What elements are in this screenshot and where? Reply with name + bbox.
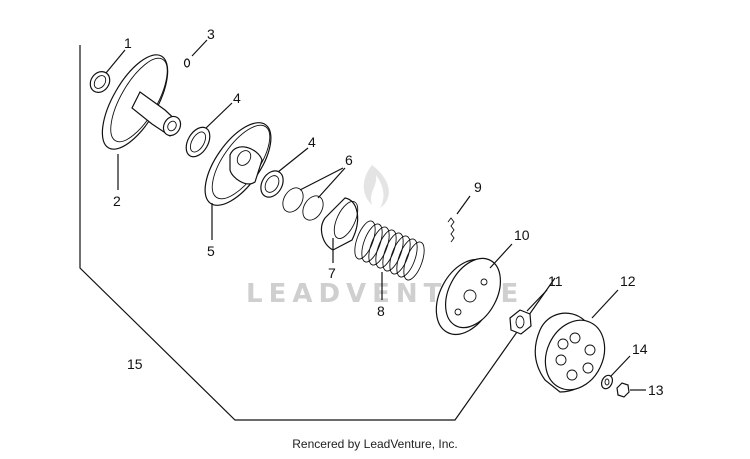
part-13-nut	[616, 382, 646, 398]
label-10: 10	[514, 227, 530, 243]
label-2: 2	[113, 193, 121, 209]
part-labels: 1 2 3 4 4 5 6 7 8 9 10 11 12 13 14 15	[113, 26, 664, 398]
label-14: 14	[632, 341, 648, 357]
label-8: 8	[377, 303, 385, 319]
label-7: 7	[328, 265, 336, 281]
part-4-washer-a	[185, 102, 233, 158]
part-5-fixed-face	[204, 122, 272, 240]
credit-text: Rencered by LeadVenture, Inc.	[292, 437, 458, 451]
label-13: 13	[648, 382, 664, 398]
part-11-hex-nut	[509, 289, 548, 335]
part-10-clutch-shoe	[435, 243, 513, 335]
part-3-pin	[183, 39, 208, 68]
part-2-drive-face	[101, 54, 182, 190]
assembly-bracket-15	[79, 45, 556, 421]
part-9-small-spring	[447, 195, 471, 243]
label-5: 5	[207, 243, 215, 259]
label-1: 1	[124, 35, 132, 51]
label-11: 11	[548, 273, 563, 289]
part-1-nut	[89, 49, 126, 93]
part-8-spring	[354, 220, 425, 300]
part-14-washer	[600, 355, 631, 390]
part-12-clutch-drum	[534, 289, 619, 393]
label-3: 3	[207, 26, 215, 42]
label-9: 9	[474, 179, 482, 195]
label-6: 6	[345, 152, 353, 168]
part-4-washer-b	[260, 147, 309, 198]
label-12: 12	[620, 273, 636, 289]
label-15: 15	[127, 356, 143, 372]
part-7-collar	[320, 197, 359, 263]
label-4b: 4	[308, 134, 316, 150]
part-6-o-rings	[282, 167, 346, 221]
label-4a: 4	[233, 90, 241, 106]
